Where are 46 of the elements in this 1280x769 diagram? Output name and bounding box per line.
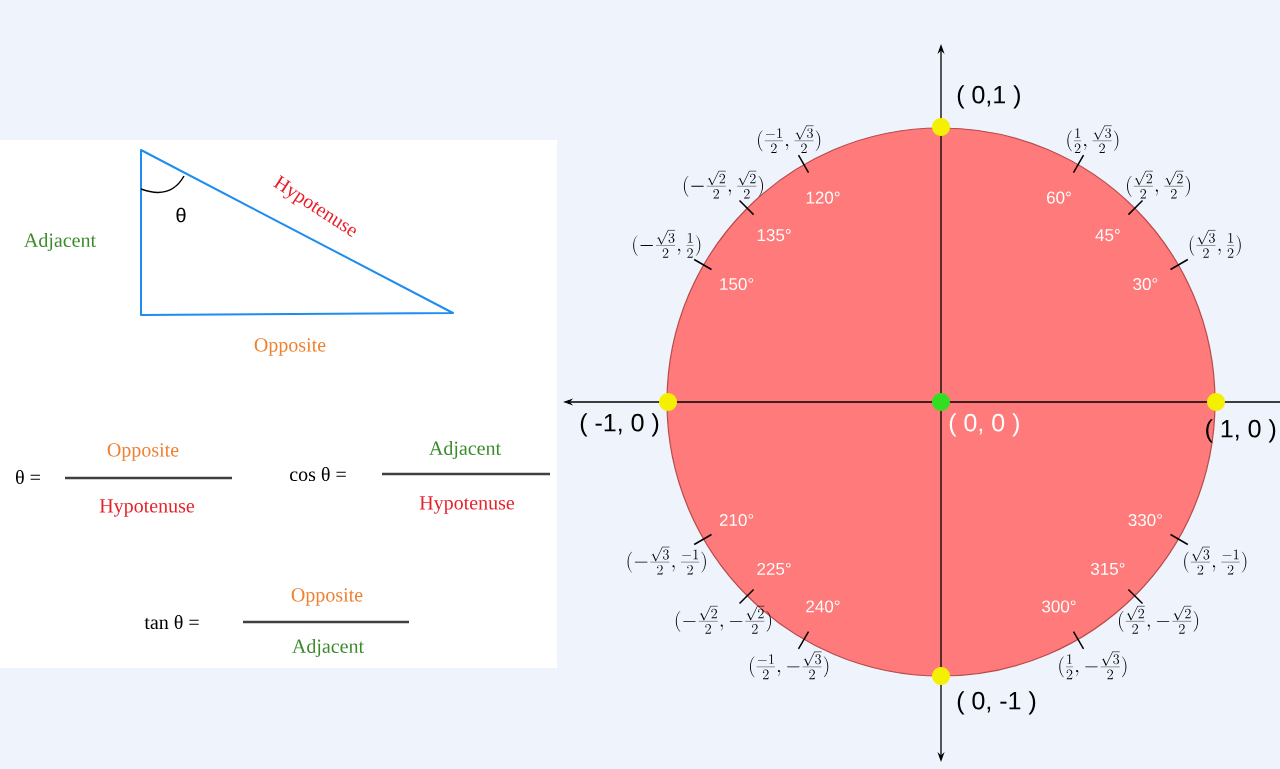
numerator: Adjacent xyxy=(429,440,501,460)
angle-label: 60° xyxy=(1047,191,1071,204)
coordinate-label: $(\frac{-1}{2},-\frac{\sqrt{3}}{2})$ xyxy=(750,651,829,680)
coordinate-label: $(\frac{-1}{2},\frac{\sqrt{3}}{2})$ xyxy=(758,125,821,154)
point-dot xyxy=(932,393,950,411)
denominator: Adjacent xyxy=(292,638,364,658)
angle-label: 120° xyxy=(806,191,840,204)
coordinate-label: $(\frac{\sqrt{3}}{2},\frac{1}{2})$ xyxy=(1189,230,1241,258)
numerator: Opposite xyxy=(291,588,363,606)
coordinate-label: ( 1, 0 ) xyxy=(1206,419,1276,443)
angle-label: 330° xyxy=(1128,514,1162,527)
side-label: Opposite xyxy=(254,338,326,356)
angle-label: 210° xyxy=(719,514,754,527)
formula-label: tan θ = xyxy=(144,614,199,630)
coordinate-label: ( 0,1 ) xyxy=(957,85,1020,109)
coordinate-label: $(\frac{\sqrt{2}}{2},-\frac{\sqrt{2}}{2})$ xyxy=(1119,606,1199,634)
coordinate-label: $(\frac{1}{2},\frac{\sqrt{3}}{2})$ xyxy=(1067,125,1119,154)
coordinate-label: $(-\frac{\sqrt{3}}{2},\frac{1}{2})$ xyxy=(633,230,701,258)
coordinate-label: ( 0, 0 ) xyxy=(949,413,1019,437)
coordinate-label: $(\frac{1}{2},-\frac{\sqrt{3}}{2})$ xyxy=(1059,651,1127,680)
formula-label: cos θ = xyxy=(290,466,346,482)
angle-label: 135° xyxy=(757,229,791,242)
coordinate-label: $(-\frac{\sqrt{2}}{2},\frac{\sqrt{2}}{2})$ xyxy=(683,170,763,199)
coordinate-label: ( 0, -1 ) xyxy=(957,691,1036,715)
angle-symbol: θ xyxy=(176,207,186,223)
coordinate-label: ( -1, 0 ) xyxy=(580,413,659,437)
angle-label: 30° xyxy=(1133,278,1158,291)
point-dot xyxy=(932,667,950,685)
angle-label: 315° xyxy=(1090,562,1125,575)
denominator: Hypotenuse xyxy=(419,496,515,514)
coordinate-label: $(-\frac{\sqrt{3}}{2},\frac{-1}{2})$ xyxy=(627,546,706,575)
angle-label: 45° xyxy=(1095,229,1120,242)
coordinate-label: $(-\frac{\sqrt{2}}{2},-\frac{\sqrt{2}}{2})$ xyxy=(675,606,772,634)
point-dot xyxy=(1207,393,1225,411)
point-dot xyxy=(659,393,677,411)
coordinate-label: $(\frac{\sqrt{3}}{2},\frac{-1}{2})$ xyxy=(1184,546,1247,575)
angle-label: 225° xyxy=(757,562,791,575)
coordinate-label: $(\frac{\sqrt{2}}{2},\frac{\sqrt{2}}{2})$ xyxy=(1127,170,1190,199)
point-dot xyxy=(932,118,950,136)
angle-label: 240° xyxy=(806,600,840,613)
side-label: Adjacent xyxy=(24,232,96,252)
angle-label: 150° xyxy=(720,278,754,291)
denominator: Hypotenuse xyxy=(99,499,195,517)
numerator: Opposite xyxy=(107,443,179,461)
angle-label: 300° xyxy=(1042,600,1076,613)
formula-label: θ = xyxy=(16,469,40,485)
